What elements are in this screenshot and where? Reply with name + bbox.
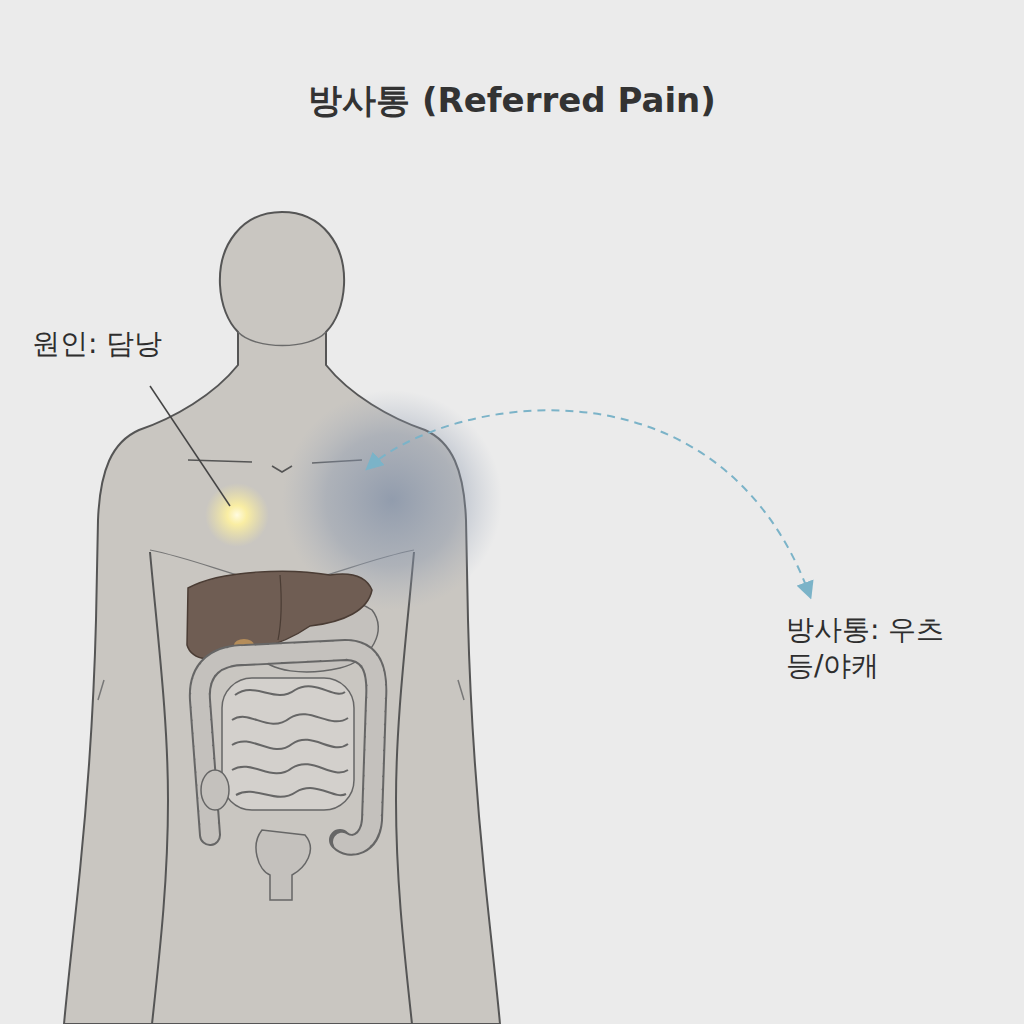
arm-line (150, 552, 168, 1024)
rectum (256, 830, 310, 900)
diagram-title: 방사통 (Referred Pain) (0, 78, 1024, 122)
referred-pain-label: 방사통: 우츠 등/야캐 (786, 612, 958, 685)
intestine-coils (232, 686, 348, 796)
caecum (201, 770, 229, 810)
leader-line (150, 386, 230, 506)
jaw-line (238, 332, 326, 346)
origin-glow (205, 483, 269, 547)
arm-line (396, 552, 414, 1024)
origin-label: 원인: 담낭 (32, 326, 252, 362)
referral-arrow (368, 410, 810, 596)
liver-lobe-line (278, 575, 281, 640)
colon (200, 650, 377, 845)
colon (200, 650, 377, 845)
small-intestine (222, 678, 354, 810)
